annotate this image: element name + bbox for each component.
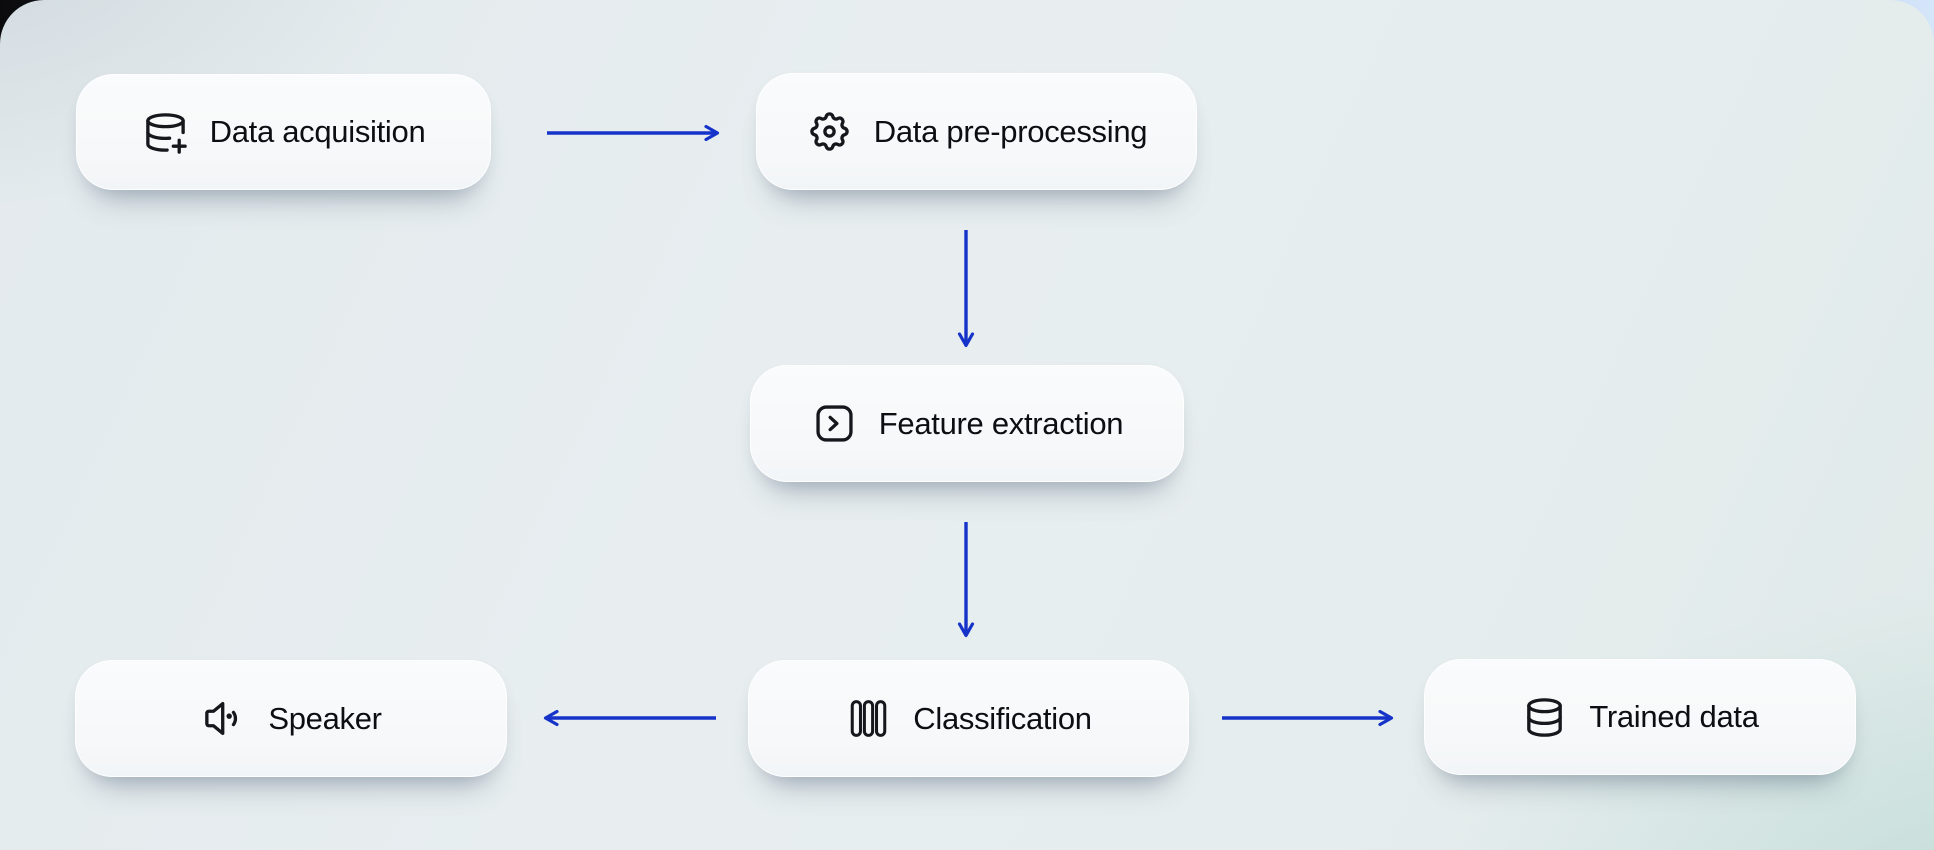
node-label: Trained data: [1589, 699, 1759, 734]
database-plus-icon: [142, 109, 189, 156]
speaker-icon: [200, 695, 247, 742]
node-data-pre-processing: Data pre-processing: [756, 73, 1197, 190]
gear-icon: [806, 108, 853, 155]
database-icon: [1521, 694, 1568, 741]
node-label: Feature extraction: [878, 405, 1124, 441]
node-label: Data pre-processing: [873, 113, 1148, 149]
node-speaker: Speaker: [75, 660, 507, 777]
node-label: Classification: [913, 700, 1092, 736]
terminal-chevron-icon: [811, 400, 858, 447]
node-label: Data acquisition: [209, 114, 426, 149]
node-classification: Classification: [748, 660, 1189, 777]
node-feature-extraction: Feature extraction: [750, 365, 1184, 482]
node-data-acquisition: Data acquisition: [76, 74, 491, 190]
node-label: Speaker: [268, 700, 382, 736]
node-trained-data: Trained data: [1424, 659, 1856, 775]
vertical-bars-icon: [845, 695, 892, 742]
